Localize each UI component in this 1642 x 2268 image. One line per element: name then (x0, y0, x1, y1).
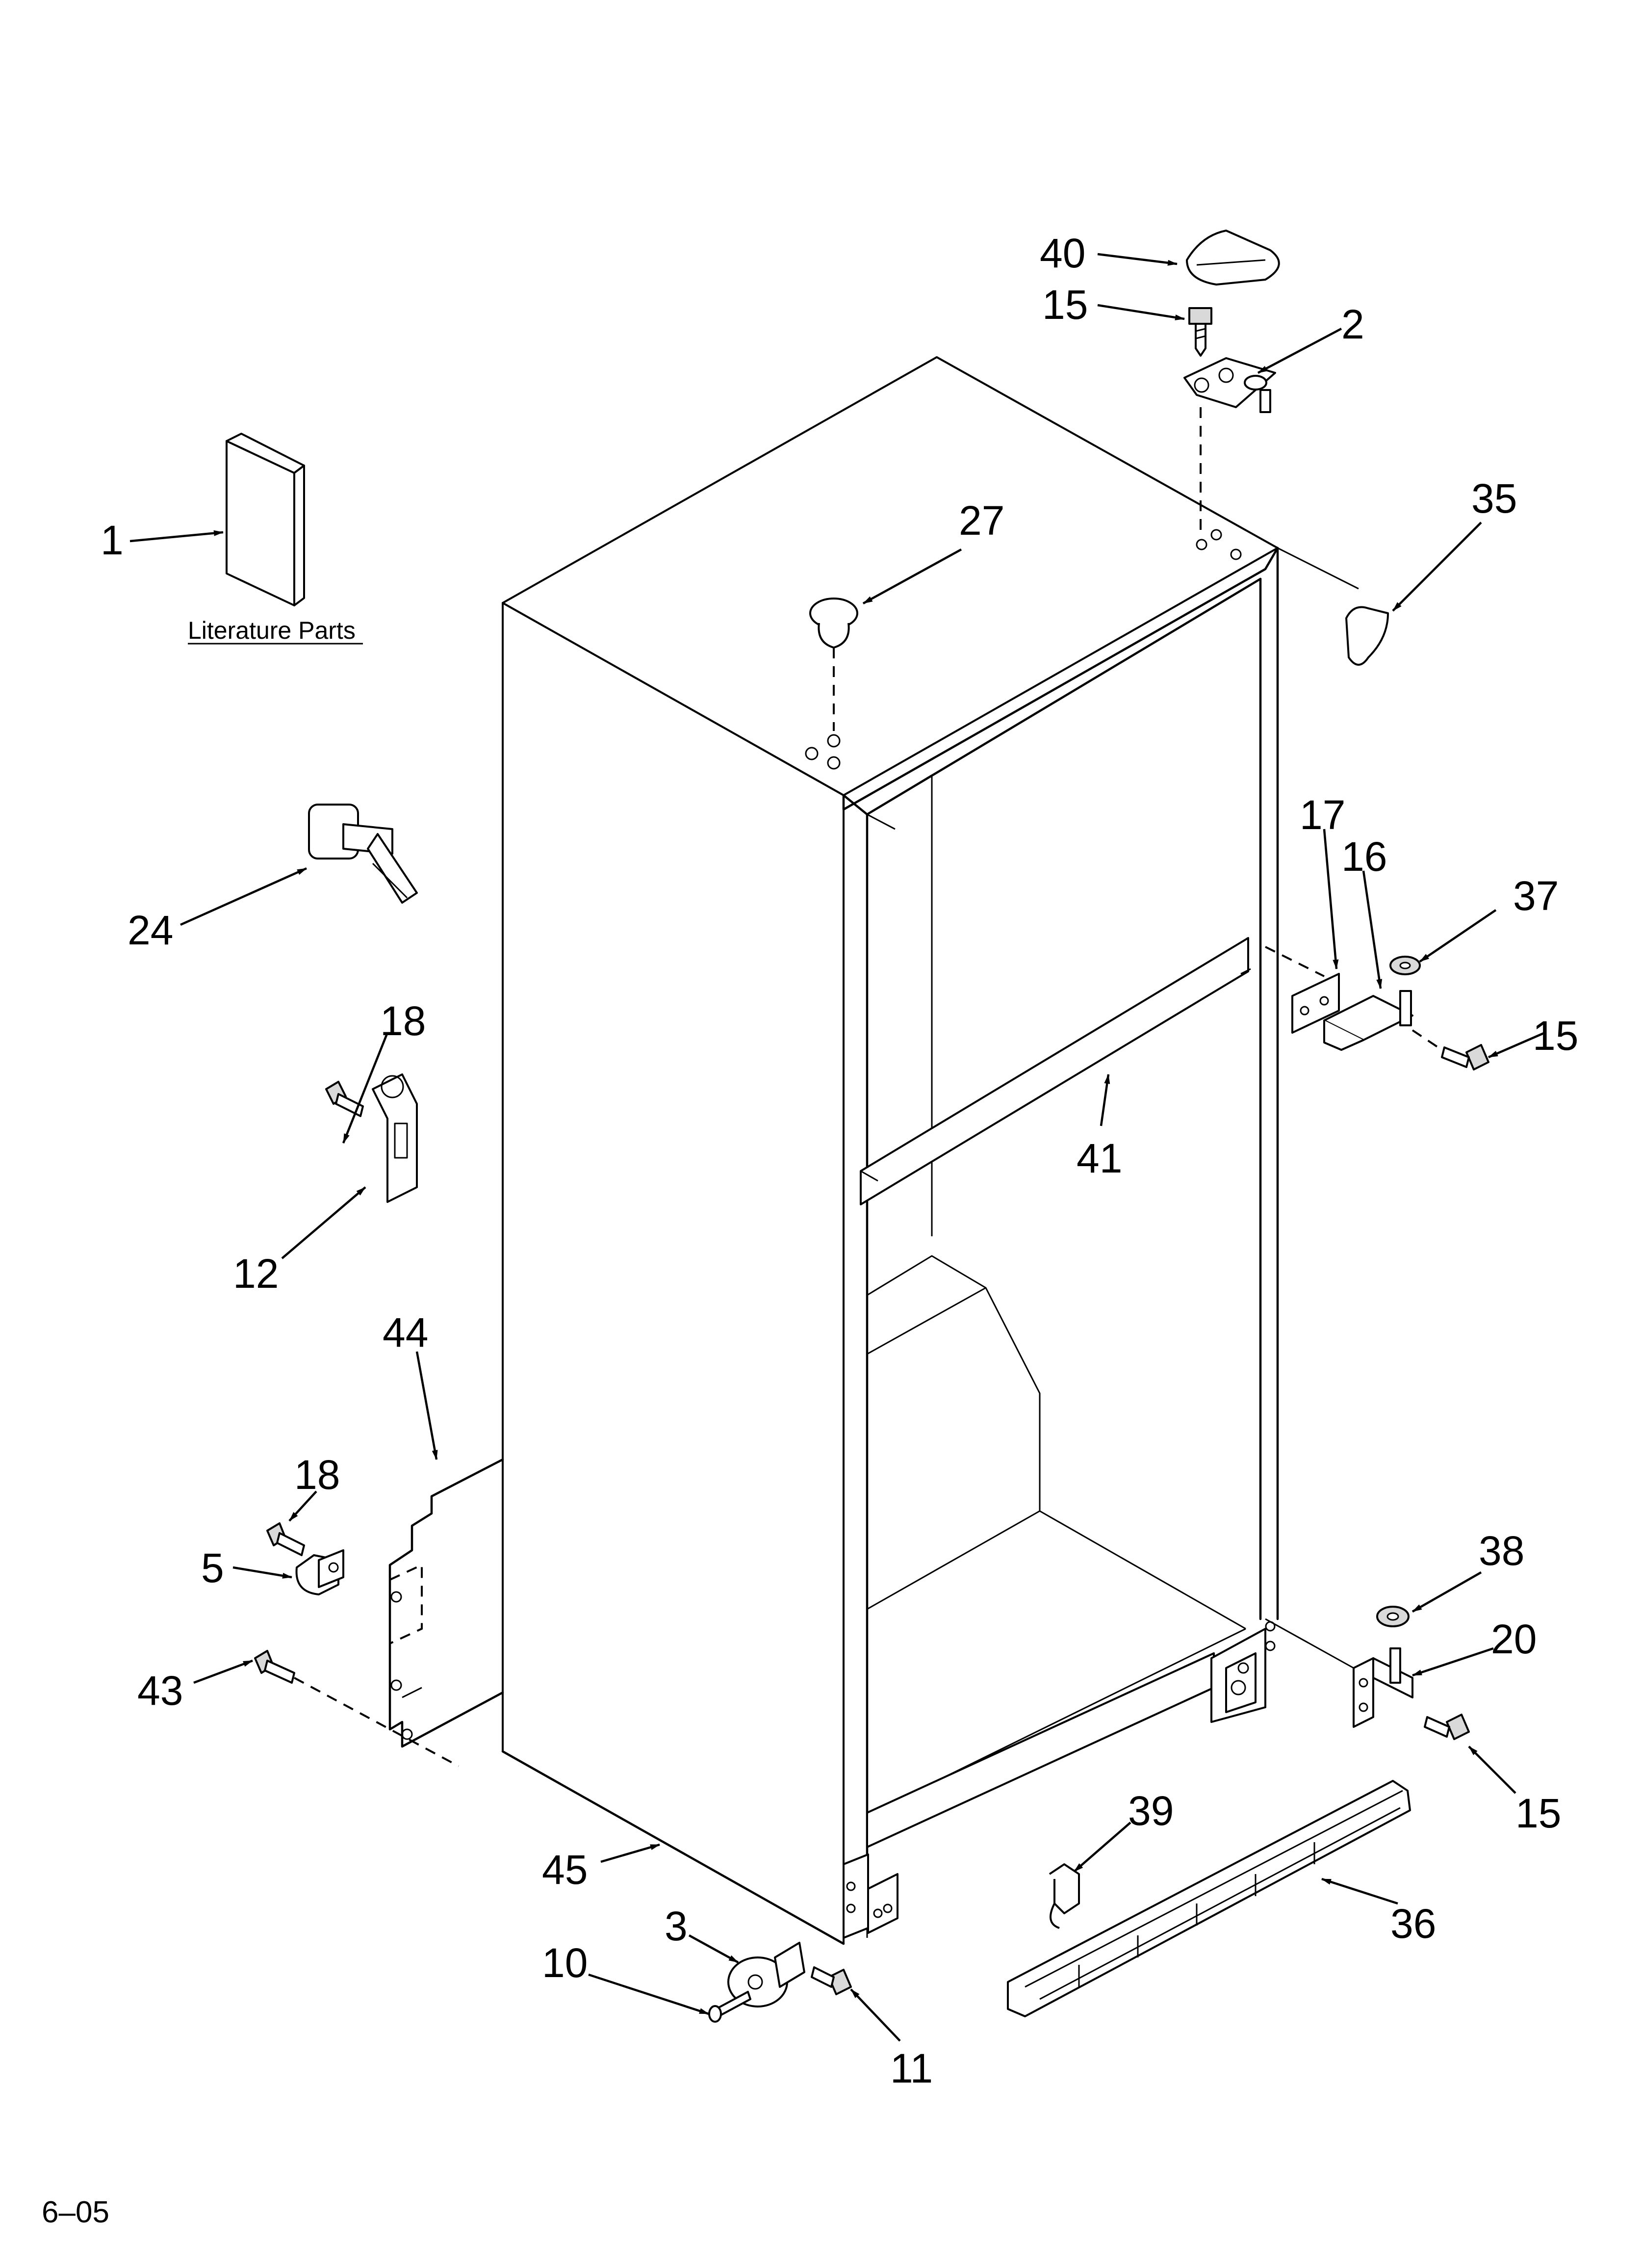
revision-date: 6–05 (42, 2195, 109, 2229)
part-20-bottom-hinge (1353, 1647, 1413, 1728)
callout-18-upper: 18 (380, 998, 426, 1044)
callout-43: 43 (137, 1668, 183, 1714)
part-27-plug (809, 598, 858, 731)
part-15-screw-bottom (1424, 1714, 1470, 1740)
callout-18-lower: 18 (294, 1452, 340, 1498)
callout-10: 10 (542, 1940, 588, 1986)
callout-24: 24 (128, 907, 173, 953)
part-18-screw-lower (266, 1522, 305, 1556)
part-17-hinge-shim (1291, 973, 1340, 1034)
part-18-screw-upper (325, 1081, 364, 1117)
callout-44: 44 (383, 1309, 428, 1356)
callout-15-bottom: 15 (1515, 1790, 1561, 1836)
part-35-hinge-trim (1345, 606, 1389, 666)
part-43-screw (254, 1650, 459, 1767)
callout-27: 27 (959, 497, 1004, 544)
callout-40: 40 (1040, 230, 1085, 276)
part-16-center-hinge (1323, 990, 1413, 1051)
part-15-screw-top (1188, 307, 1212, 357)
leader-arrows (129, 253, 1545, 2042)
callout-11: 11 (890, 2045, 933, 2091)
part-24-door-stop (308, 804, 418, 904)
callout-5: 5 (201, 1545, 224, 1591)
part-10-pin (708, 1991, 751, 2023)
callout-3: 3 (665, 1903, 688, 1949)
part-40-hinge-cover (1186, 230, 1280, 286)
part-37-washer (1389, 956, 1421, 975)
part-5-clamp (295, 1549, 344, 1595)
part-41-divider-bar (1240, 968, 1251, 975)
callout-2: 2 (1341, 301, 1364, 347)
part-1-literature (226, 433, 305, 606)
part-38-washer (1376, 1606, 1410, 1627)
callout-16: 16 (1341, 834, 1387, 880)
callout-15-mid: 15 (1533, 1013, 1578, 1059)
callout-15-top: 15 (1042, 282, 1088, 328)
callout-41: 41 (1077, 1135, 1122, 1181)
part-12-latch-bracket (372, 1073, 418, 1203)
literature-parts-caption: Literature Parts (188, 617, 356, 644)
part-15-screw-mid (1411, 1029, 1489, 1070)
callout-12: 12 (233, 1251, 279, 1297)
callout-1: 1 (101, 517, 124, 563)
callout-38: 38 (1479, 1528, 1524, 1574)
part-36-base-grille (1007, 1780, 1411, 2017)
part-11-screw (811, 1966, 852, 1995)
callout-36: 36 (1390, 1901, 1436, 1947)
callout-35: 35 (1471, 475, 1517, 521)
callout-37: 37 (1513, 873, 1559, 919)
callout-labels: 1 2 3 5 10 11 12 15 15 15 16 17 18 18 20… (42, 230, 1578, 2229)
part-39-grille-clip (1049, 1863, 1080, 1929)
callout-20: 20 (1491, 1616, 1537, 1662)
callout-45: 45 (542, 1847, 588, 1893)
refrigerator-cabinet (501, 356, 1359, 1945)
callout-39: 39 (1128, 1788, 1174, 1834)
callout-17: 17 (1300, 792, 1345, 838)
part-44-rear-panel (388, 1458, 504, 1748)
part-2-top-hinge (1183, 357, 1276, 535)
